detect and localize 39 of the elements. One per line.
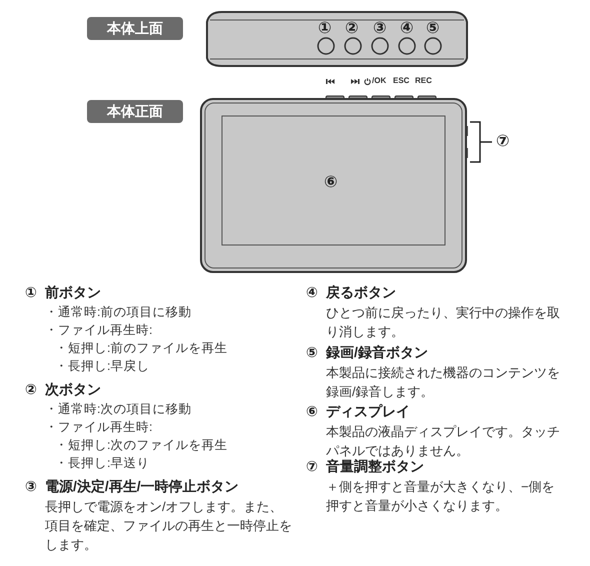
item-heading: 電源/決定/再生/一時停止ボタン xyxy=(45,477,239,496)
section-tag: 本体正面 xyxy=(87,100,183,123)
item-description: 本製品の液晶ディスプレイです。タッチパネルではありません。 xyxy=(326,423,561,458)
item-description: ・通常時:前の項目に移動 xyxy=(45,304,192,321)
item-description: ・短押し:前のファイルを再生 xyxy=(55,340,228,357)
item-description: ・ファイル再生時: xyxy=(45,419,152,436)
item-heading: 前ボタン xyxy=(45,283,101,302)
item-number: ① xyxy=(25,284,37,302)
callout-number: ⑤ xyxy=(426,19,440,37)
item-description: ・長押し:早送り xyxy=(55,455,150,472)
item-heading: 戻るボタン xyxy=(326,283,396,302)
item-description: ひとつ前に戻ったり、実行中の操作を取り消します。 xyxy=(326,304,561,341)
item-description: ・長押し:早戻し xyxy=(55,358,150,375)
callout-number: ④ xyxy=(400,19,414,37)
callout-number: ③ xyxy=(373,19,387,37)
button-label: ESC xyxy=(393,76,410,86)
item-number: ② xyxy=(25,381,37,399)
item-number: ⑦ xyxy=(306,458,318,476)
item-number: ⑥ xyxy=(306,403,318,421)
button-label: REC xyxy=(415,76,432,86)
item-description: 長押しで電源をオン/オフします。また、項目を確定、ファイルの再生と一時停止をします。 xyxy=(45,498,293,554)
item-description: ・短押し:次のファイルを再生 xyxy=(55,437,228,454)
item-number: ④ xyxy=(306,284,318,302)
item-description: ・通常時:次の項目に移動 xyxy=(45,401,192,418)
callout-number: ⑦ xyxy=(496,132,510,150)
callout-number: ① xyxy=(318,19,332,37)
item-description: 本製品に接続された機器のコンテンツを録画/録音します。 xyxy=(326,364,561,401)
item-heading: ディスプレイ xyxy=(326,402,410,421)
callout-number: ⑥ xyxy=(324,173,338,191)
item-number: ⑤ xyxy=(306,344,318,362)
item-heading: 次ボタン xyxy=(45,380,101,399)
item-heading: 音量調整ボタン xyxy=(326,458,424,476)
callout-number: ② xyxy=(345,19,359,37)
button-label: /OK xyxy=(372,76,386,86)
item-description: ＋側を押すと音量が大きくなり、−側を押すと音量が小さくなります。 xyxy=(326,478,556,515)
item-number: ③ xyxy=(25,478,37,496)
section-tag: 本体上面 xyxy=(87,17,183,40)
item-heading: 録画/録音ボタン xyxy=(326,343,428,362)
item-description: ・ファイル再生時: xyxy=(45,322,152,339)
